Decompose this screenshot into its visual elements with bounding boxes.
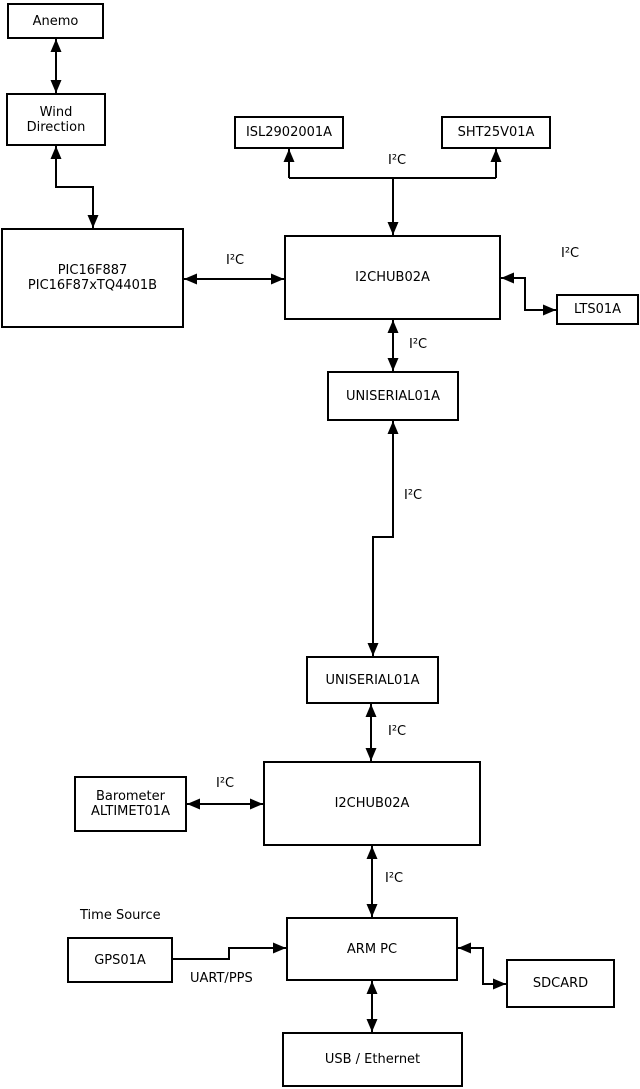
node-uniserial-bottom: UNISERIAL01A bbox=[306, 656, 439, 704]
edge-label-uart-pps: UART/PPS bbox=[190, 971, 253, 986]
node-i2chub-top-label: I2CHUB02A bbox=[355, 270, 430, 285]
edge-label-i2c-sensor-bus: I²C bbox=[388, 153, 407, 168]
node-lts01a: LTS01A bbox=[556, 294, 639, 325]
node-usb-ethernet-label: USB / Ethernet bbox=[324, 1052, 421, 1067]
node-sht25v01a-label: SHT25V01A bbox=[457, 125, 535, 140]
node-wind-direction-label-line2: Direction bbox=[26, 119, 86, 135]
node-pic-label-line1: PIC16F887 bbox=[57, 263, 128, 278]
node-sdcard: SDCARD bbox=[506, 959, 615, 1008]
node-arm-pc: ARM PC bbox=[286, 917, 458, 981]
node-barometer-label-line1: Barometer bbox=[96, 789, 165, 804]
edge-label-i2c-hub2-armpc: I²C bbox=[385, 871, 404, 886]
edge-label-i2c-hub-uniserial: I²C bbox=[409, 337, 428, 352]
node-gps01a: GPS01A bbox=[67, 937, 173, 983]
node-uniserial-top: UNISERIAL01A bbox=[327, 371, 459, 421]
node-isl2902001a: ISL2902001A bbox=[234, 116, 344, 149]
node-wind-direction: Wind Direction bbox=[6, 93, 106, 146]
node-anemo-label: Anemo bbox=[32, 13, 79, 29]
node-uniserial-top-label: UNISERIAL01A bbox=[346, 388, 440, 404]
node-sdcard-label: SDCARD bbox=[532, 976, 589, 991]
node-i2chub-bottom: I2CHUB02A bbox=[263, 761, 481, 846]
node-isl2902001a-label: ISL2902001A bbox=[245, 125, 333, 140]
node-anemo: Anemo bbox=[7, 3, 104, 39]
edge-gps-armpc bbox=[173, 942, 286, 960]
edge-label-i2c-uniserial-link: I²C bbox=[404, 488, 423, 503]
node-wind-direction-label-line1: Wind bbox=[39, 104, 73, 120]
edge-label-i2c-pic-hub: I²C bbox=[226, 253, 245, 268]
node-sht25v01a: SHT25V01A bbox=[441, 116, 551, 149]
edge-label-i2c-uniserial-hub2: I²C bbox=[388, 724, 407, 739]
edge-label-time-source: Time Source bbox=[80, 908, 161, 923]
edge-wind-direction-pic bbox=[50, 146, 99, 228]
node-barometer-label-line2: ALTIMET01A bbox=[91, 804, 170, 819]
node-lts01a-label: LTS01A bbox=[573, 302, 622, 317]
edge-armpc-sdcard bbox=[458, 942, 506, 990]
node-pic: PIC16F887 PIC16F87xTQ4401B bbox=[1, 228, 184, 328]
node-barometer: Barometer ALTIMET01A bbox=[74, 776, 187, 832]
node-gps01a-label: GPS01A bbox=[94, 952, 146, 968]
node-i2chub-top: I2CHUB02A bbox=[284, 235, 501, 320]
edge-label-i2c-hub-lts: I²C bbox=[561, 246, 580, 261]
node-pic-label-line2: PIC16F87xTQ4401B bbox=[27, 278, 158, 293]
node-i2chub-bottom-label: I2CHUB02A bbox=[334, 796, 410, 811]
edge-label-i2c-barometer: I²C bbox=[216, 776, 235, 791]
node-arm-pc-label: ARM PC bbox=[346, 941, 398, 957]
node-usb-ethernet: USB / Ethernet bbox=[282, 1032, 463, 1087]
edge-hub-top-lts bbox=[501, 272, 556, 316]
edge-uniserial-top-uniserial-bottom bbox=[367, 421, 399, 656]
node-uniserial-bottom-label: UNISERIAL01A bbox=[325, 672, 420, 688]
